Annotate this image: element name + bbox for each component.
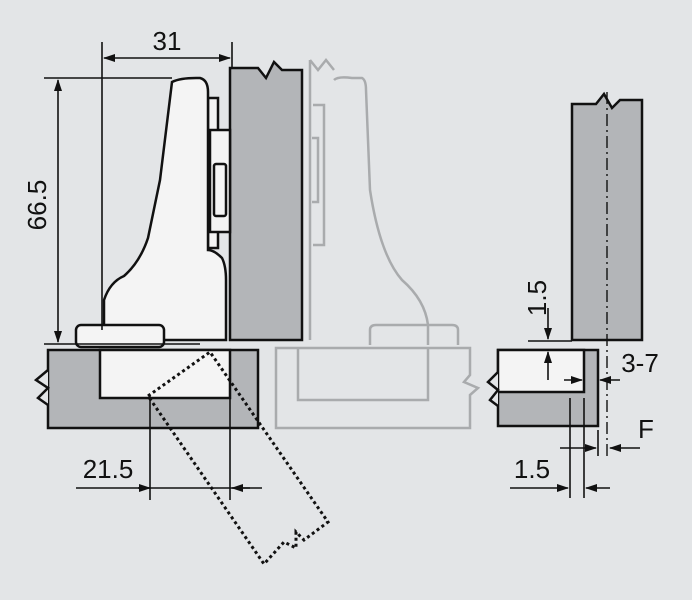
dimension-overlay-range-label: 3-7 bbox=[621, 348, 659, 378]
dimension-side-thickness-label: 1.5 bbox=[514, 454, 550, 484]
detail-cabinet-side bbox=[486, 348, 600, 428]
dimension-bore-offset-label: 21.5 bbox=[83, 454, 134, 484]
detail-door-panel bbox=[570, 91, 644, 460]
dimension-clearance-label: 1.5 bbox=[522, 280, 552, 316]
door-panel bbox=[228, 59, 304, 342]
dimension-width-label: 31 bbox=[153, 26, 182, 56]
opened-hinge-dotted-outline bbox=[145, 349, 331, 567]
dimension-height-label: 66.5 bbox=[22, 180, 52, 231]
dimension-gap-label: F bbox=[638, 414, 654, 444]
hinge-body bbox=[74, 76, 232, 349]
ghost-hinge-outline bbox=[274, 57, 481, 430]
cabinet-side-panel bbox=[33, 348, 260, 430]
detail-dimension-lines bbox=[510, 308, 640, 498]
